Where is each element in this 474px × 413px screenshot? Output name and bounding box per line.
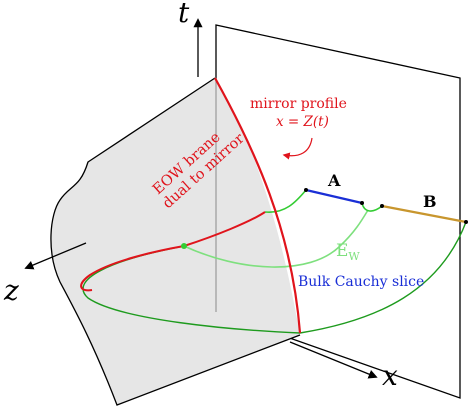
eow-brane-outline <box>50 77 301 406</box>
cauchy-slice-label: Bulk Cauchy slice <box>298 274 424 290</box>
region-a-label: A <box>327 171 341 190</box>
x-axis-label: x <box>382 359 398 392</box>
endpoint-dot <box>304 188 308 192</box>
eow-red-curve-upper <box>183 211 266 247</box>
region-b-segment <box>381 204 467 224</box>
t-axis-label: t <box>178 0 190 29</box>
mirror-profile-curve <box>214 77 302 334</box>
endpoint-dot <box>380 204 384 208</box>
region-b-label: B <box>423 192 437 211</box>
endpoint-dot <box>360 201 364 205</box>
z-axis-arrow <box>24 242 87 270</box>
ew-label-sub: W <box>348 250 360 263</box>
rt-surface-a-right <box>361 202 383 212</box>
z-axis-label: z <box>3 274 19 307</box>
mirror-profile-equation: x = Z(t) <box>276 114 329 130</box>
rt-surface-a-left <box>264 189 307 213</box>
ew-junction-dot <box>181 243 187 249</box>
eow-red-curve <box>80 245 185 292</box>
entanglement-wedge-curve <box>183 209 369 268</box>
mirror-profile-title: mirror profile <box>250 96 347 112</box>
mirror-annotation-arrow <box>282 137 313 160</box>
ew-label-main: E <box>336 241 348 261</box>
bulk-cauchy-slice-plane <box>299 221 467 334</box>
endpoint-dot <box>464 220 468 224</box>
x-axis-arrow <box>289 341 378 379</box>
eow-brane-surface <box>50 78 301 405</box>
region-a-segment <box>305 188 363 205</box>
ew-label: EW <box>336 241 360 263</box>
